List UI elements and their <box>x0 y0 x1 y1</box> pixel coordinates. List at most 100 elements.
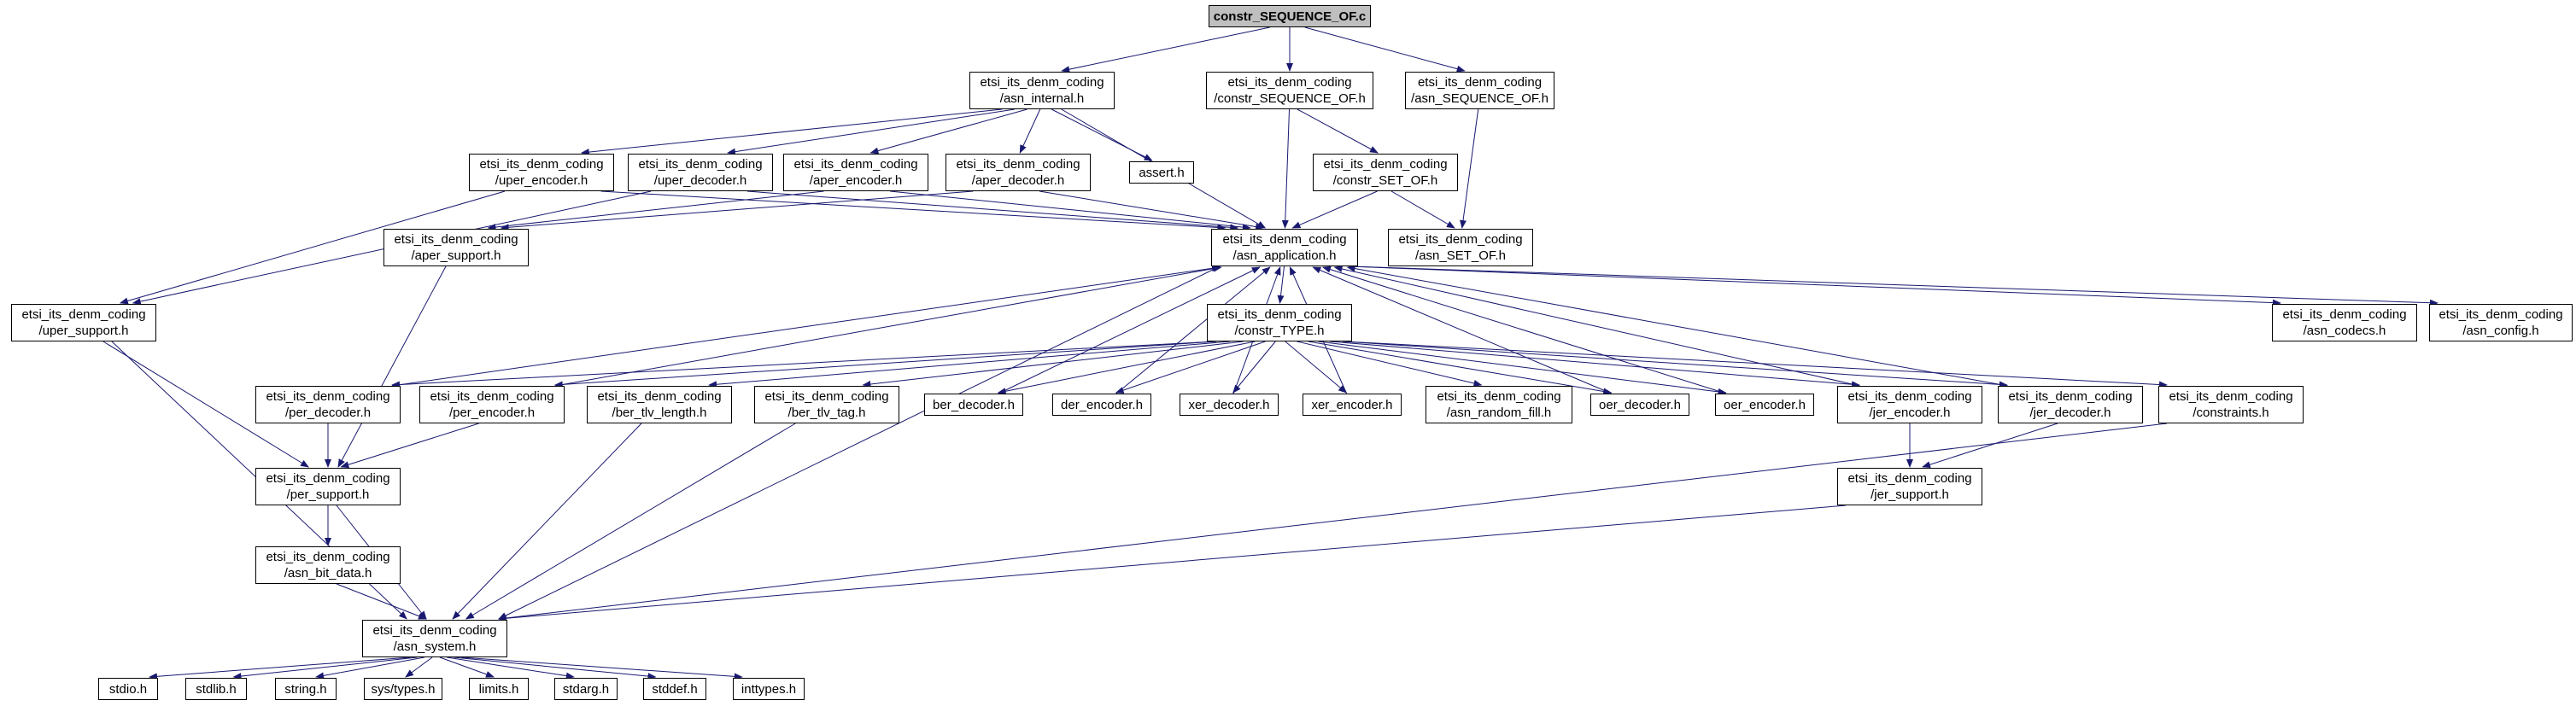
node-aper-decoder-h[interactable]: etsi_its_denm_coding /aper_decoder.h <box>946 154 1091 191</box>
node-uper-encoder-h[interactable]: etsi_its_denm_coding /uper_encoder.h <box>469 154 614 191</box>
node-stdio-h: stdio.h <box>98 678 158 700</box>
node-constr-sequence-of-h[interactable]: etsi_its_denm_coding /constr_SEQUENCE_OF… <box>1206 72 1373 109</box>
include-edge <box>1277 265 1285 304</box>
include-edge <box>447 656 575 680</box>
node-uper-support-h[interactable]: etsi_its_denm_coding /uper_support.h <box>11 304 156 341</box>
node-jer-encoder-h[interactable]: etsi_its_denm_coding /jer_encoder.h <box>1837 386 1982 423</box>
include-edge <box>555 265 1222 387</box>
include-edge <box>1039 190 1265 230</box>
node-stddef-h: stddef.h <box>643 678 706 700</box>
include-edge <box>232 656 418 680</box>
include-edge <box>1318 341 1727 395</box>
include-edge <box>391 265 1221 387</box>
node-asn-application-h[interactable]: etsi_its_denm_coding /asn_application.h <box>1211 229 1358 266</box>
node-per-support-h[interactable]: etsi_its_denm_coding /per_support.h <box>255 468 401 505</box>
include-edge <box>746 190 1239 231</box>
node-inttypes-h: inttypes.h <box>733 678 805 700</box>
include-edge <box>461 656 743 680</box>
include-edge <box>708 341 1230 388</box>
node-string-h: string.h <box>275 678 337 700</box>
include-edge <box>1922 423 2058 469</box>
node-jer-decoder-h[interactable]: etsi_its_denm_coding /jer_decoder.h <box>1998 386 2143 423</box>
include-edge <box>149 656 411 680</box>
include-edge <box>487 190 824 230</box>
node-ber-tlv-length-h[interactable]: etsi_its_denm_coding /ber_tlv_length.h <box>587 386 732 423</box>
node-oer-decoder-h[interactable]: oer_decoder.h <box>1590 394 1689 416</box>
node-per-decoder-h[interactable]: etsi_its_denm_coding /per_decoder.h <box>255 386 401 423</box>
include-edge <box>498 265 1221 620</box>
include-edge <box>1297 108 1379 154</box>
include-edge <box>1329 341 1860 388</box>
node-asn-codecs-h[interactable]: etsi_its_denm_coding /asn_codecs.h <box>2272 304 2417 341</box>
node-asn-set-of-h[interactable]: etsi_its_denm_coding /asn_SET_OF.h <box>1388 229 1533 266</box>
include-edge <box>1291 190 1378 229</box>
node-xer-encoder-h[interactable]: xer_encoder.h <box>1303 394 1402 416</box>
include-edge <box>580 108 1003 156</box>
include-edge <box>498 423 2168 621</box>
include-edge <box>315 656 425 680</box>
include-edge <box>862 341 1244 388</box>
node-aper-encoder-h[interactable]: etsi_its_denm_coding /aper_encoder.h <box>783 154 928 191</box>
node-constr-type-h[interactable]: etsi_its_denm_coding /constr_TYPE.h <box>1207 304 1352 341</box>
include-edge <box>1115 341 1266 394</box>
include-edge <box>1304 26 1466 73</box>
node-asn-bit-data-h[interactable]: etsi_its_denm_coding /asn_bit_data.h <box>255 546 401 584</box>
include-edge <box>498 505 1847 622</box>
include-edge <box>1390 190 1455 229</box>
node-constr-sequence-of-c: constr_SEQUENCE_OF.c <box>1209 5 1371 27</box>
node-asn-random-fill-h[interactable]: etsi_its_denm_coding /asn_random_fill.h <box>1426 386 1572 423</box>
include-edge <box>890 190 1251 231</box>
include-edge <box>1322 265 1727 394</box>
include-edge <box>1019 108 1041 154</box>
include-edge <box>1349 265 2281 306</box>
include-edge <box>1333 265 1860 387</box>
include-edge <box>1312 266 1612 394</box>
include-edge <box>465 423 796 620</box>
node-asn-sequence-of-h[interactable]: etsi_its_denm_coding /asn_SEQUENCE_OF.h <box>1405 72 1554 109</box>
node-constraints-h[interactable]: etsi_its_denm_coding /constraints.h <box>2158 386 2304 423</box>
include-edge <box>1051 108 1153 161</box>
node-der-encoder-h[interactable]: der_encoder.h <box>1052 394 1151 416</box>
include-edge <box>452 423 642 620</box>
node-aper-support-h[interactable]: etsi_its_denm_coding /aper_support.h <box>383 229 529 266</box>
include-edge <box>405 656 433 678</box>
include-edge <box>1061 26 1270 73</box>
node-stdlib-h: stdlib.h <box>185 678 247 700</box>
node-ber-decoder-h[interactable]: ber_decoder.h <box>924 394 1023 416</box>
include-edge <box>1285 341 1347 394</box>
node-asn-system-h[interactable]: etsi_its_denm_coding /asn_system.h <box>362 620 507 657</box>
include-edge <box>336 583 427 620</box>
include-edge <box>439 656 495 678</box>
include-edge <box>869 108 1027 155</box>
node-constr-set-of-h[interactable]: etsi_its_denm_coding /constr_SET_OF.h <box>1313 154 1458 191</box>
include-edge <box>1297 341 1483 387</box>
include-edge <box>337 265 447 468</box>
node-asn-internal-h[interactable]: etsi_its_denm_coding /asn_internal.h <box>969 72 1115 109</box>
include-edge <box>1308 341 1613 395</box>
node-uper-decoder-h[interactable]: etsi_its_denm_coding /uper_decoder.h <box>628 154 773 191</box>
include-edge <box>1232 341 1276 394</box>
include-edge <box>500 190 974 231</box>
include-edge <box>553 341 1217 388</box>
include-edge <box>340 423 479 469</box>
node-oer-encoder-h[interactable]: oer_encoder.h <box>1715 394 1814 416</box>
include-edge <box>1343 341 2168 388</box>
include-edge <box>727 108 1016 155</box>
node-asn-config-h[interactable]: etsi_its_denm_coding /asn_config.h <box>2429 304 2573 341</box>
include-edge <box>1346 265 2008 387</box>
node-ber-tlv-tag-h[interactable]: etsi_its_denm_coding /ber_tlv_tag.h <box>754 386 899 423</box>
include-edge <box>1343 341 2008 388</box>
node-limits-h: limits.h <box>469 678 529 700</box>
node-per-encoder-h[interactable]: etsi_its_denm_coding /per_encoder.h <box>419 386 565 423</box>
include-edge <box>454 656 657 680</box>
include-edge <box>997 341 1256 395</box>
include-edge <box>391 341 1216 388</box>
include-edge <box>1281 108 1291 229</box>
node-assert-h: assert.h <box>1129 161 1194 184</box>
include-edge <box>1460 108 1479 229</box>
node-jer-support-h[interactable]: etsi_its_denm_coding /jer_support.h <box>1837 468 1982 505</box>
node-xer-decoder-h[interactable]: xer_decoder.h <box>1180 394 1279 416</box>
include-edge <box>600 190 1227 231</box>
include-edge <box>1349 265 2438 306</box>
